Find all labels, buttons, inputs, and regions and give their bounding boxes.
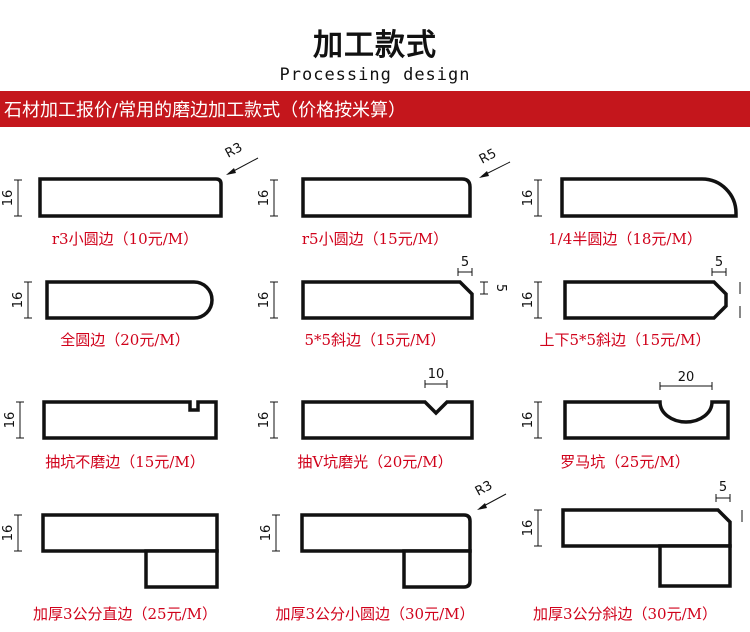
bevel-profile-diagram: 16 5 5 <box>257 255 508 320</box>
title-band <box>0 0 750 91</box>
page-subtitle: Processing design <box>279 65 471 85</box>
style-caption: 加厚3公分斜边（30元/M） <box>532 605 718 623</box>
style-r5-small-round: 16 R5 r5小圆边（15元/M） <box>250 142 511 252</box>
thick-straight-profile-diagram: 16 <box>1 513 219 589</box>
bevel-width-label: 5 <box>715 255 723 270</box>
style-caption: 罗马坑（25元/M） <box>560 453 690 471</box>
height-label: 16 <box>259 525 274 542</box>
groove-width-label: 20 <box>678 370 695 385</box>
style-caption: 5*5斜边（15元/M） <box>304 331 446 349</box>
bevel-width-label: 5 <box>461 255 469 270</box>
profile-shape <box>301 280 474 320</box>
profile-shape <box>45 280 214 320</box>
thickening-strip <box>144 549 219 589</box>
style-caption: 上下5*5斜边（15元/M） <box>539 331 711 349</box>
thick-round-profile-diagram: 16 R3 <box>259 478 507 589</box>
bevel-width-label: 5 <box>719 480 727 495</box>
thick-bevel-profile-diagram: 16 5 <box>521 480 743 588</box>
height-label: 16 <box>521 190 536 207</box>
height-label: 16 <box>257 412 272 429</box>
r3-profile-diagram: 16 R3 <box>1 140 259 218</box>
style-caption: r5小圆边（15元/M） <box>301 230 449 248</box>
page-title: 加工款式 <box>313 28 437 63</box>
style-caption: 1/4半圆边（18元/M） <box>548 230 702 248</box>
radius-label: R3 <box>473 478 495 499</box>
height-label: 16 <box>521 292 536 309</box>
groove-profile-diagram: 16 <box>3 400 218 440</box>
roman-groove-profile-diagram: 16 20 <box>521 370 730 440</box>
style-r3-small-round: 16 R3 r3小圆边（10元/M） <box>0 140 259 252</box>
style-caption: 抽V坑磨光（20元/M） <box>297 453 453 471</box>
profile-shape <box>42 400 218 440</box>
double-bevel-profile-diagram: 16 5 <box>521 255 741 320</box>
thickening-strip <box>658 544 732 588</box>
style-thick-straight: 16 加厚3公分直边（25元/M） <box>0 482 250 632</box>
style-thick-small-round: 16 R3 加厚3公分小圆边（30元/M） <box>250 478 507 632</box>
quarter-round-profile-diagram: 16 <box>521 177 738 218</box>
height-label: 16 <box>521 520 536 537</box>
height-label: 16 <box>3 412 18 429</box>
style-caption: 加厚3公分直边（25元/M） <box>32 605 218 623</box>
profile-shape <box>563 280 728 320</box>
r5-profile-diagram: 16 R5 <box>257 146 511 218</box>
top-slab <box>41 513 219 553</box>
bevel-height-label: 5 <box>493 284 508 292</box>
style-thick-bevel: 16 5 加厚3公分斜边（30元/M） <box>500 480 750 632</box>
style-groove-unpolished: 16 抽坑不磨边（15元/M） <box>0 362 250 482</box>
style-double-bevel: 16 5 上下5*5斜边（15元/M） <box>500 252 750 362</box>
height-label: 16 <box>257 190 272 207</box>
full-round-profile-diagram: 16 <box>11 280 214 320</box>
profile-shape <box>563 400 730 440</box>
height-label: 16 <box>521 412 536 429</box>
height-label: 16 <box>11 292 26 309</box>
style-5x5-bevel: 16 5 5 5*5斜边（15元/M） <box>250 252 508 362</box>
style-roman-groove: 16 20 罗马坑（25元/M） <box>500 362 750 482</box>
style-full-round: 16 全圆边（20元/M） <box>0 252 250 362</box>
style-quarter-round: 16 1/4半圆边（18元/M） <box>500 142 750 252</box>
style-caption: 全圆边（20元/M） <box>60 331 190 349</box>
height-label: 16 <box>1 525 16 542</box>
top-slab <box>300 513 472 553</box>
height-label: 16 <box>257 292 272 309</box>
profile-shape <box>560 177 738 218</box>
radius-label: R5 <box>477 146 499 167</box>
top-slab <box>561 508 732 548</box>
v-groove-profile-diagram: 16 10 <box>257 367 474 440</box>
style-v-groove-polished: 16 10 抽V坑磨光（20元/M） <box>250 362 500 482</box>
style-caption: 抽坑不磨边（15元/M） <box>45 453 205 471</box>
price-banner: 石材加工报价/常用的磨边加工款式（价格按米算） <box>4 100 407 121</box>
height-label: 16 <box>1 190 16 207</box>
style-caption: r3小圆边（10元/M） <box>51 230 199 248</box>
groove-width-label: 10 <box>428 367 445 382</box>
style-caption: 加厚3公分小圆边（30元/M） <box>275 605 475 623</box>
profile-shape <box>301 400 474 440</box>
thickening-strip <box>402 549 472 589</box>
profile-shape <box>38 177 223 218</box>
radius-label: R3 <box>223 140 245 161</box>
